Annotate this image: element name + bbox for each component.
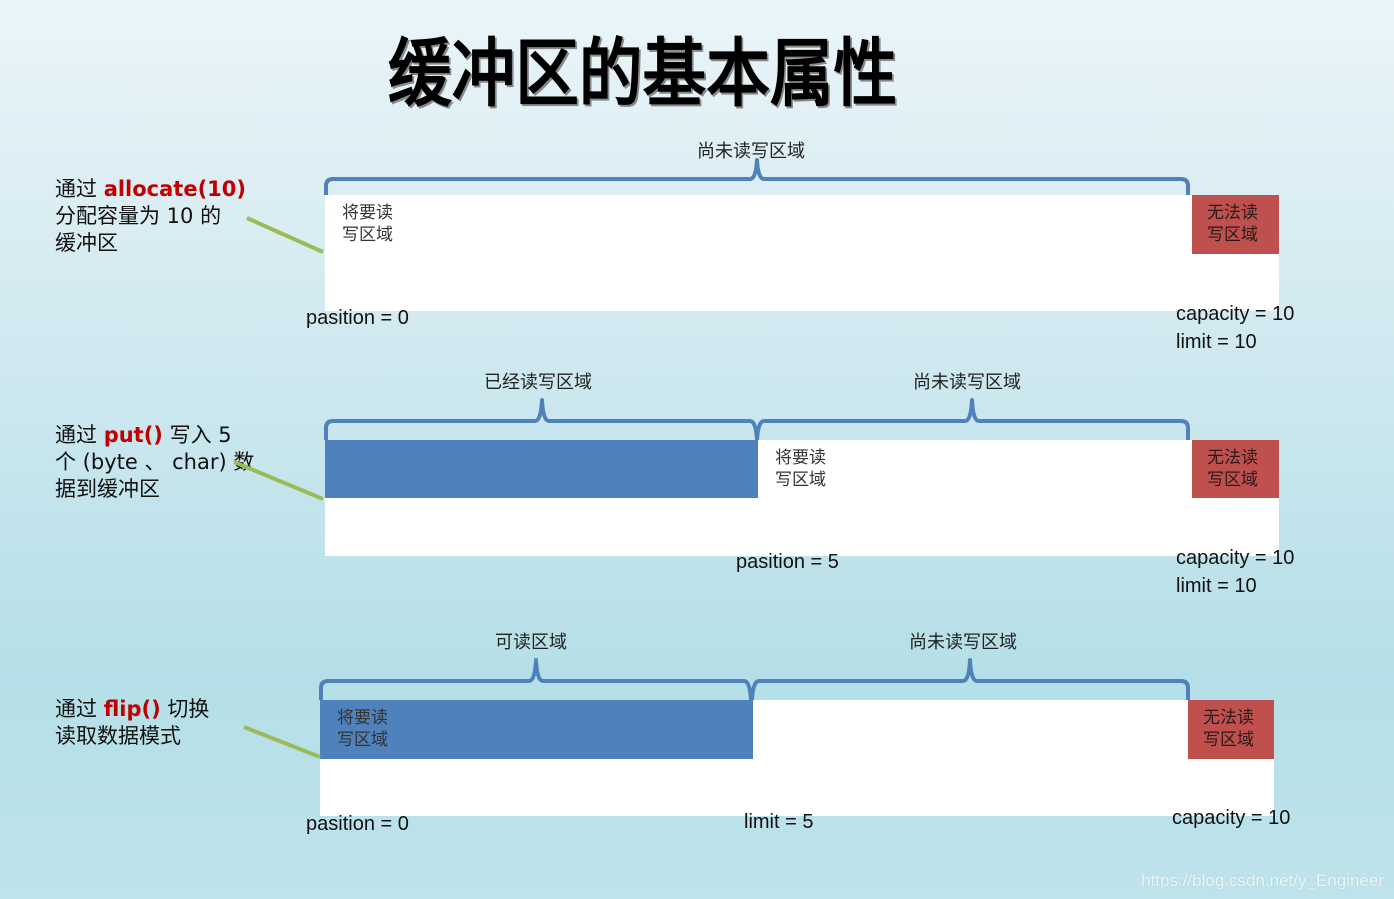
page-title: 缓冲区的基本属性 <box>388 31 898 117</box>
buffer-1 <box>325 195 1279 311</box>
buffer-3-readable-cell <box>320 700 753 759</box>
brace-icon <box>319 658 753 701</box>
capacity-value: capacity = 10 <box>1176 547 1295 569</box>
region-label-unread: 尚未读写区域 <box>697 141 805 162</box>
buffer-3-blocked-cell <box>1188 700 1274 759</box>
connector-line <box>243 725 321 759</box>
buffer-1-pending-label: 将要读 写区域 <box>342 202 393 246</box>
pending-line2: 写区域 <box>775 470 826 490</box>
pending-line1: 将要读 <box>775 448 826 468</box>
blocked-line2: 写区域 <box>1207 225 1258 245</box>
caption-put: 通过 put() 写入 5 个 (byte 、 char) 数 据到缓冲区 <box>55 422 254 503</box>
limit-value: limit = 10 <box>1176 331 1257 353</box>
blocked-line2: 写区域 <box>1203 730 1254 750</box>
caption-allocate: 通过 allocate(10) 分配容量为 10 的 缓冲区 <box>55 176 246 257</box>
caption-prefix: 通过 <box>55 423 104 447</box>
caption-suffix: 切换 <box>160 697 210 721</box>
buffer-2-blocked-cell <box>1192 440 1279 498</box>
caption-line2: 个 (byte 、 char) 数 <box>55 450 255 474</box>
method-allocate: allocate(10) <box>103 177 247 201</box>
brace-icon <box>324 398 759 441</box>
blocked-line2: 写区域 <box>1207 470 1258 490</box>
buffer-1-blocked-label: 无法读 写区域 <box>1207 202 1258 246</box>
buffer-3-pending-label: 将要读 写区域 <box>337 707 388 751</box>
method-put: put() <box>103 423 163 447</box>
caption-prefix: 通过 <box>55 697 104 721</box>
capacity-value: capacity = 10 <box>1176 303 1295 325</box>
brace-icon <box>755 398 1190 441</box>
region-label-unread: 尚未读写区域 <box>909 632 1017 653</box>
buffer-2-written-cell <box>325 440 758 498</box>
blocked-line1: 无法读 <box>1203 708 1254 728</box>
pending-line2: 写区域 <box>337 730 388 750</box>
caption-line3: 据到缓冲区 <box>55 477 160 501</box>
blocked-line1: 无法读 <box>1207 203 1258 223</box>
caption-prefix: 通过 <box>55 177 104 201</box>
caption-line2: 读取数据模式 <box>55 724 181 748</box>
brace-icon <box>750 658 1190 701</box>
connector-line <box>246 216 324 254</box>
caption-line2: 分配容量为 10 的 <box>55 204 222 228</box>
position-value: pasition = 0 <box>306 307 409 329</box>
position-value: pasition = 5 <box>736 551 839 573</box>
pending-line1: 将要读 <box>342 203 393 223</box>
buffer-2-pending-label: 将要读 写区域 <box>775 447 826 491</box>
region-label-written: 已经读写区域 <box>484 372 592 393</box>
buffer-3-blocked-label: 无法读 写区域 <box>1203 707 1254 751</box>
caption-line3: 缓冲区 <box>55 231 118 255</box>
pending-line2: 写区域 <box>342 225 393 245</box>
connector-line <box>233 460 324 501</box>
brace-icon <box>324 158 1190 195</box>
position-value: pasition = 0 <box>306 813 409 835</box>
capacity-value: capacity = 10 <box>1172 807 1291 829</box>
pending-line1: 将要读 <box>337 708 388 728</box>
region-label-readable: 可读区域 <box>495 632 567 653</box>
limit-value: limit = 10 <box>1176 575 1257 597</box>
buffer-2-blocked-label: 无法读 写区域 <box>1207 447 1258 491</box>
limit-value: limit = 5 <box>744 811 814 833</box>
caption-flip: 通过 flip() 切换 读取数据模式 <box>55 696 209 750</box>
method-flip: flip() <box>103 697 161 721</box>
region-label-unread: 尚未读写区域 <box>913 372 1021 393</box>
watermark: https://blog.csdn.net/y_Engineer <box>1141 871 1384 890</box>
caption-suffix: 写入 5 <box>162 423 232 447</box>
blocked-line1: 无法读 <box>1207 448 1258 468</box>
buffer-1-blocked-cell <box>1192 195 1279 254</box>
